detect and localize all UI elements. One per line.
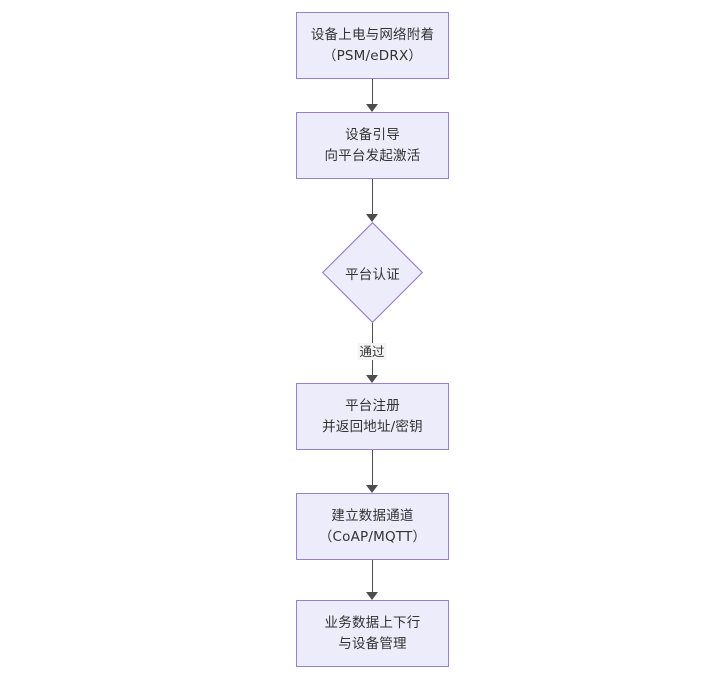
node-bootstrap[interactable]: 设备引导 向平台发起激活 — [296, 112, 449, 179]
node-power-on[interactable]: 设备上电与网络附着 （PSM/eDRX） — [296, 12, 449, 79]
edge-platform-register-to-data-channel — [372, 450, 373, 485]
arrowhead-bootstrap — [366, 104, 378, 112]
node-bootstrap-line1: 设备引导 — [345, 126, 400, 143]
arrowhead-service-data — [366, 592, 378, 600]
edge-label-pass: 通过 — [357, 343, 387, 360]
node-power-on-line1: 设备上电与网络附着 — [310, 26, 435, 43]
arrowhead-data-channel — [366, 485, 378, 493]
node-service-data[interactable]: 业务数据上下行 与设备管理 — [296, 600, 449, 667]
edge-data-channel-to-service-data — [372, 560, 373, 592]
node-data-channel-line2: （CoAP/MQTT） — [318, 528, 427, 545]
node-bootstrap-line2: 向平台发起激活 — [324, 147, 421, 164]
node-platform-register-line2: 并返回地址/密钥 — [322, 418, 423, 435]
node-platform-auth[interactable]: 平台认证 — [322, 222, 423, 323]
node-platform-register[interactable]: 平台注册 并返回地址/密钥 — [296, 383, 449, 450]
arrowhead-platform-register — [366, 375, 378, 383]
edge-power-on-to-bootstrap — [372, 79, 373, 104]
arrowhead-platform-auth — [366, 214, 378, 222]
node-platform-auth-label: 平台认证 — [345, 266, 400, 283]
node-service-data-line2: 与设备管理 — [338, 635, 407, 652]
node-data-channel[interactable]: 建立数据通道 （CoAP/MQTT） — [296, 493, 449, 560]
node-platform-register-line1: 平台注册 — [345, 397, 400, 414]
node-service-data-line1: 业务数据上下行 — [324, 614, 421, 631]
node-data-channel-line1: 建立数据通道 — [331, 507, 414, 524]
node-power-on-line2: （PSM/eDRX） — [322, 47, 423, 64]
edge-bootstrap-to-platform-auth — [372, 179, 373, 214]
diamond-shape — [322, 222, 423, 323]
